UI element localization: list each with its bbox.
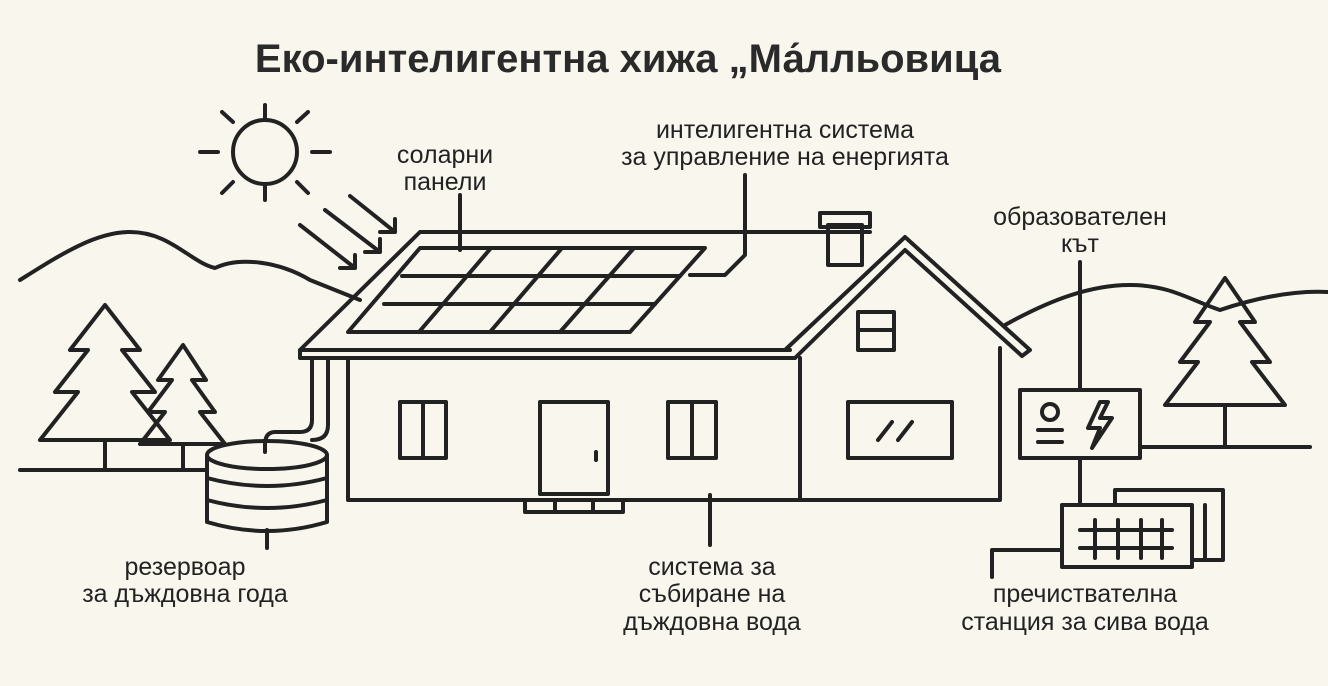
svg-text:дъждовна вода: дъждовна вода [623, 608, 801, 636]
svg-text:соларни: соларни [397, 141, 493, 169]
svg-text:пречиствателна: пречиствателна [993, 580, 1177, 608]
svg-text:резервоар: резервоар [125, 553, 246, 581]
solar-panels [346, 246, 707, 334]
svg-text:за дъждовна года: за дъждовна года [82, 580, 288, 608]
svg-text:образователен: образователен [993, 203, 1167, 231]
tree-right [1163, 276, 1287, 449]
svg-text:за управление на енергията: за управление на енергията [621, 143, 949, 171]
person-icon [1040, 402, 1060, 422]
sun-icon [198, 103, 332, 202]
hills-right [1003, 283, 1328, 327]
gable-window [846, 400, 954, 460]
rain-tank [205, 358, 330, 533]
label-tank: резервоар за дъждовна года [82, 553, 288, 608]
tree-left [38, 303, 172, 472]
label-grey-water: пречиствателна станция за сива вода [961, 580, 1209, 636]
label-solar: соларни панели [397, 141, 493, 196]
svg-text:кът: кът [1061, 230, 1100, 258]
education-corner [1018, 388, 1142, 460]
leader-grey [990, 548, 1064, 579]
hills-left [18, 230, 362, 302]
label-energy: интелигентна система за управление на ен… [621, 116, 949, 171]
lightning-icon [1086, 400, 1114, 450]
tree-left-2 [138, 343, 227, 472]
svg-text:панели: панели [404, 168, 487, 196]
house [298, 211, 1032, 514]
label-rain-system: система за събиране на дъждовна вода [623, 553, 801, 636]
svg-text:система за: система за [648, 553, 776, 581]
diagram-title: Еко-интелигентна хижа „Ма́лльовица [255, 37, 1002, 81]
door [538, 400, 610, 496]
sunlight-arrows-icon [298, 194, 397, 270]
leader-energy [688, 173, 747, 277]
label-education: образователен кът [993, 203, 1167, 258]
grey-water-station [1060, 488, 1225, 569]
svg-text:станция за сива вода: станция за сива вода [961, 608, 1209, 636]
svg-text:интелигентна система: интелигентна система [656, 116, 914, 144]
svg-text:събиране на: събиране на [639, 580, 786, 608]
